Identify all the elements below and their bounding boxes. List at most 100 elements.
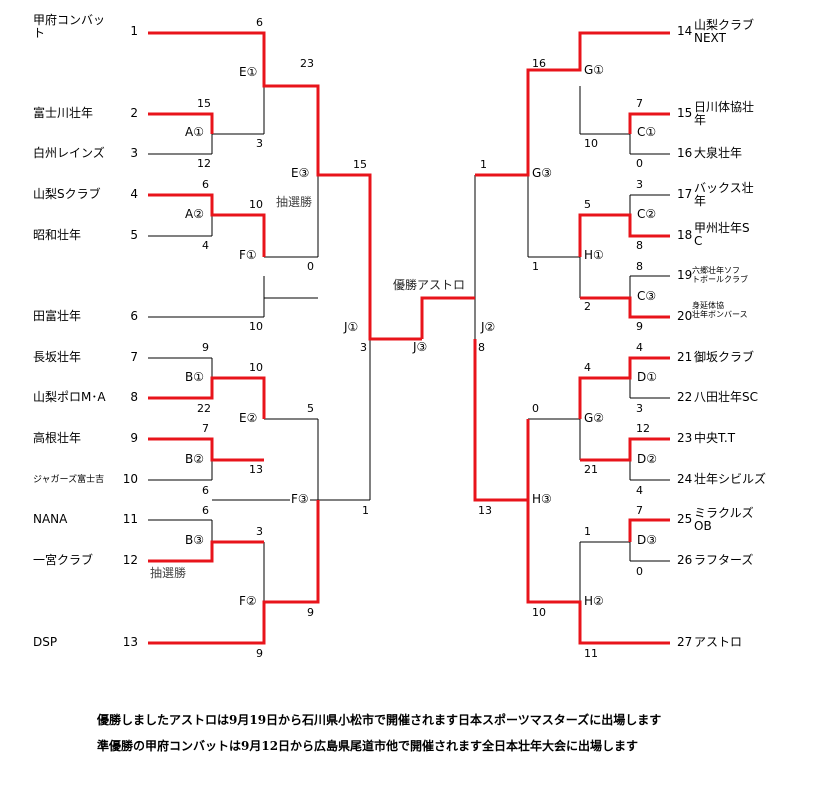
score: 1 <box>584 525 591 538</box>
team-seed: 17 <box>677 187 693 201</box>
team-seed: 18 <box>677 228 693 242</box>
score: 13 <box>249 463 263 476</box>
team-seed: 26 <box>677 553 693 567</box>
score: 9 <box>256 647 263 660</box>
score: 23 <box>300 57 314 70</box>
match-label: J③ <box>412 340 429 354</box>
score: 5 <box>584 198 591 211</box>
score: 4 <box>636 341 643 354</box>
score: 11 <box>584 647 598 660</box>
match-label: J② <box>480 320 497 334</box>
score: 0 <box>636 157 643 170</box>
match-label: F③ <box>290 492 310 506</box>
match-label: D② <box>636 452 658 466</box>
team-seed: 1 <box>130 24 138 38</box>
team-seed: 2 <box>130 106 138 120</box>
score: 9 <box>307 606 314 619</box>
score: 3 <box>636 402 643 415</box>
team-seed: 8 <box>130 390 138 404</box>
team-seed: 13 <box>122 635 138 649</box>
team-name: 白州レインズ <box>33 146 105 160</box>
score: 1 <box>362 504 369 517</box>
team-name: 長坂壮年 <box>33 350 82 364</box>
score: 15 <box>197 97 211 110</box>
match-label: B① <box>184 370 205 384</box>
score: 10 <box>249 361 263 374</box>
score: 21 <box>584 463 598 476</box>
match-label: J① <box>343 320 360 334</box>
score: 16 <box>532 57 546 70</box>
score: 3 <box>256 525 263 538</box>
team-seed: 24 <box>677 472 693 486</box>
team-seed: 6 <box>130 309 138 323</box>
team-seed: 4 <box>130 187 138 201</box>
team-name: ラフターズ <box>694 553 754 567</box>
team-seed: 20 <box>677 309 693 323</box>
team-name: 八田壮年SC <box>694 390 758 404</box>
score: 9 <box>202 341 209 354</box>
team-name: 山梨Sクラブ <box>33 187 101 201</box>
match-label: E③ <box>290 166 311 180</box>
match-label: G③ <box>531 166 554 180</box>
score: 8 <box>636 260 643 273</box>
team-seed: 27 <box>677 635 693 649</box>
score: 4 <box>202 239 209 252</box>
team-name: 山梨ポロM･A <box>33 390 106 404</box>
match-label: E① <box>238 65 259 79</box>
team-seed: 15 <box>677 106 693 120</box>
team-seed: 19 <box>677 268 693 282</box>
score: 10 <box>249 320 263 333</box>
score: 6 <box>202 484 209 497</box>
team-name: ジャガーズ富士吉 <box>33 475 105 485</box>
score: 0 <box>532 402 539 415</box>
team-name: 田富壮年 <box>33 309 82 323</box>
match-label: A① <box>184 125 205 139</box>
match-label: E② <box>238 411 259 425</box>
team-seed: 11 <box>122 512 138 526</box>
team-seed: 22 <box>677 390 693 404</box>
team-name: アストロ <box>694 635 743 649</box>
match-label: B③ <box>184 533 205 547</box>
team-seed: 21 <box>677 350 693 364</box>
score: 6 <box>202 178 209 191</box>
score: 3 <box>360 341 367 354</box>
team-name: NANA <box>33 512 68 526</box>
score: 5 <box>307 402 314 415</box>
champion-label: 優勝アストロ <box>393 278 466 292</box>
team-name: 壮年シビルズ <box>694 472 767 486</box>
team-seed: 25 <box>677 512 693 526</box>
score: 10 <box>249 198 263 211</box>
score: 12 <box>636 422 650 435</box>
score: 3 <box>256 137 263 150</box>
team-seed: 7 <box>130 350 138 364</box>
team-name: DSP <box>33 635 58 649</box>
score: 10 <box>584 137 598 150</box>
score: 10 <box>532 606 546 619</box>
score: 12 <box>197 157 211 170</box>
team-name: 日川体協壮 年 <box>694 100 755 127</box>
match-label: C② <box>636 207 658 221</box>
match-label: H① <box>583 248 605 262</box>
team-seed: 10 <box>122 472 138 486</box>
lottery-note: 抽選勝 <box>276 195 313 209</box>
team-seed: 3 <box>130 146 138 160</box>
team-name: 一宮クラブ <box>33 553 94 567</box>
score: 15 <box>353 158 367 171</box>
score: 0 <box>307 260 314 273</box>
team-seed: 5 <box>130 228 138 242</box>
match-label: H③ <box>531 492 553 506</box>
team-name: バックス壮 年 <box>694 181 754 208</box>
score: 6 <box>202 504 209 517</box>
match-label: C① <box>636 125 658 139</box>
match-label: C③ <box>636 289 658 303</box>
score: 4 <box>584 361 591 374</box>
team-seed: 23 <box>677 431 693 445</box>
match-label: F② <box>238 594 258 608</box>
score: 2 <box>584 300 591 313</box>
team-name: 高根壮年 <box>33 431 82 445</box>
team-name: 甲府コンバッ ト <box>33 13 106 40</box>
team-name: 中央T.T <box>694 431 736 445</box>
team-name: 身延体協 壮年ボンバース <box>692 301 748 319</box>
score: 22 <box>197 402 211 415</box>
